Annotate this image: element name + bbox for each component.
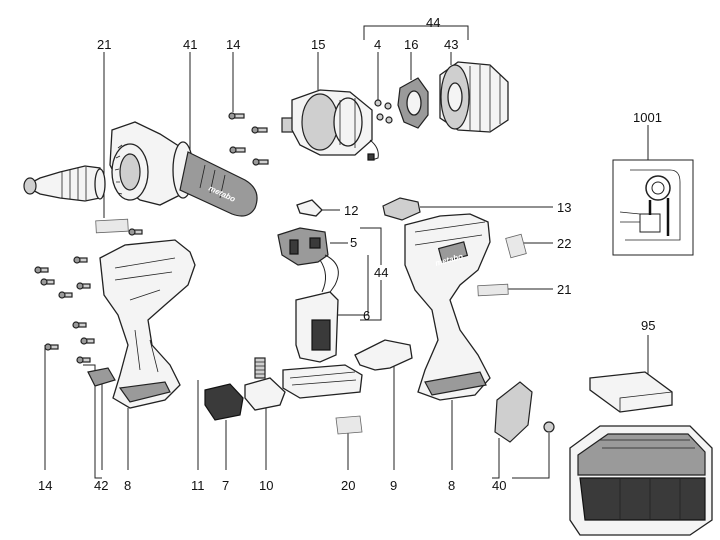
callout-41: 41	[183, 37, 197, 52]
callout-95: 95	[641, 318, 655, 333]
gear-housing	[109, 121, 189, 206]
callout-4: 4	[374, 37, 381, 52]
gear-assembly	[281, 89, 379, 161]
callout-21-top: 21	[97, 37, 111, 52]
screws-left	[34, 228, 143, 364]
callout-13: 13	[557, 200, 571, 215]
callout-40: 40	[492, 478, 506, 493]
housing-left-half	[99, 239, 196, 409]
electronics-module	[282, 291, 363, 399]
part-7	[204, 383, 244, 421]
screws-top	[228, 112, 269, 166]
part-95	[589, 371, 673, 413]
switch-module	[277, 227, 329, 266]
bearing-plate	[397, 77, 429, 129]
side-handle: metabo	[172, 141, 258, 217]
callout-9: 9	[390, 478, 397, 493]
callout-8-left: 8	[124, 478, 131, 493]
callout-7: 7	[222, 478, 229, 493]
leader-lines	[44, 25, 649, 479]
battery-pack	[569, 425, 713, 536]
switch-cover	[296, 199, 323, 217]
label-sticker-21-left	[95, 218, 129, 234]
wiring-diagram	[612, 159, 694, 256]
part-40	[494, 381, 555, 443]
part-10	[244, 377, 286, 411]
callout-21-right: 21	[557, 282, 571, 297]
callout-16: 16	[404, 37, 418, 52]
callout-12: 12	[344, 203, 358, 218]
callout-10: 10	[259, 478, 273, 493]
motor	[439, 61, 509, 133]
callout-14-bottom: 14	[38, 478, 52, 493]
callout-labels: 21 41 14 15 44 4 16 43 1001 12 5 13 22 4…	[38, 15, 662, 493]
part-9	[354, 339, 413, 371]
callout-6: 6	[363, 308, 370, 323]
callout-1001: 1001	[633, 110, 662, 125]
callout-14-top: 14	[226, 37, 240, 52]
drill-chuck	[23, 165, 106, 202]
housing-right-half: metabo	[404, 213, 491, 401]
belt-clip	[87, 367, 116, 387]
switch-13	[382, 197, 421, 221]
callout-11: 11	[191, 478, 205, 493]
callout-42: 42	[94, 478, 108, 493]
callout-43: 43	[444, 37, 458, 52]
screws-4	[374, 99, 393, 124]
callout-44-mid: 44	[374, 265, 388, 280]
label-22	[505, 233, 527, 259]
callout-22: 22	[557, 236, 571, 251]
callout-44-top: 44	[426, 15, 440, 30]
label-sticker-21-right	[477, 283, 509, 297]
spring	[254, 357, 266, 379]
callout-15: 15	[311, 37, 325, 52]
callout-20: 20	[341, 478, 355, 493]
callout-5: 5	[350, 235, 357, 250]
callout-8-right: 8	[448, 478, 455, 493]
part-20	[335, 415, 363, 435]
